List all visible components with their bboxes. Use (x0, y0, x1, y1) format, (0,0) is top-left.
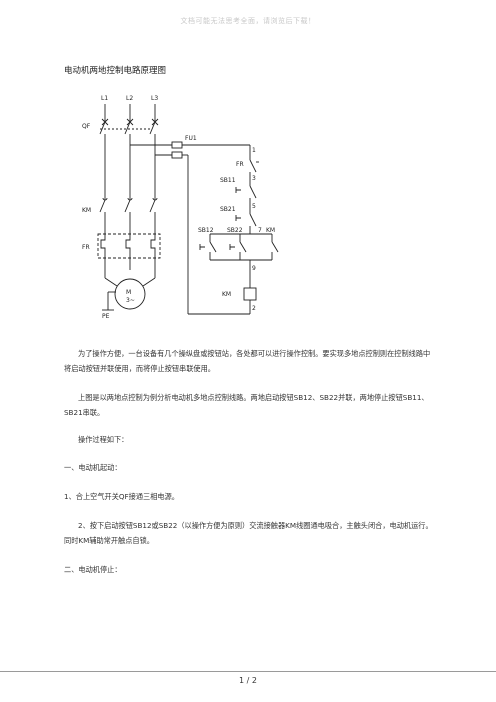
document-title: 电动机两地控制电路原理图 (64, 66, 167, 76)
header-watermark: 文档可能无法思考全面，请浏览后下载！ (180, 17, 316, 25)
paragraph: 2、按下启动按钮SB12或SB22（以操作方便为原则）交流接触器KM线圈通电吸合… (64, 521, 433, 545)
label-fr-main: FR (82, 244, 90, 251)
paragraph: 上图是以两地点控制为例分析电动机多地点控制线路。两地启动按钮SB12、SB22并… (64, 393, 429, 417)
label-pe: PE (102, 313, 110, 320)
paragraph: 为了操作方便，一台设备有几个操纵盘或按钮站，各处都可以进行操作控制。要实现多地点… (64, 349, 431, 373)
label-qf: QF (82, 123, 91, 130)
label-sb21: SB21 (220, 206, 236, 213)
label-l3: L3 (151, 95, 158, 102)
label-km-main: KM (82, 207, 91, 214)
label-node-2: 2 (252, 305, 256, 312)
label-fr-ctrl: FR (236, 161, 244, 168)
label-fu1: FU1 (185, 135, 197, 142)
paragraph: 1、合上空气开关QF接通三相电源。 (64, 492, 179, 501)
label-l2: L2 (126, 95, 133, 102)
footer-divider (0, 671, 496, 672)
label-node-5: 5 (252, 203, 256, 210)
label-km-coil: KM (222, 291, 231, 298)
page-number: 1 / 2 (239, 676, 257, 685)
label-sb11: SB11 (220, 177, 236, 184)
label-km-aux: KM (266, 227, 275, 234)
paragraph: 操作过程如下： (78, 435, 129, 444)
circuit-diagram: L1 L2 L3 QF FU1 KM FR M 3~ PE 1 FR 3 SB1… (60, 82, 290, 332)
circuit-svg: L1 L2 L3 QF FU1 KM FR M 3~ PE 1 FR 3 SB1… (82, 95, 279, 320)
label-motor-3phase: 3~ (126, 297, 135, 304)
paragraph: 二、电动机停止： (64, 565, 122, 574)
label-sb12: SB12 (198, 227, 214, 234)
paragraph: 一、电动机起动： (64, 463, 122, 472)
label-node-3: 3 (252, 175, 256, 182)
label-l1: L1 (101, 95, 108, 102)
label-node-9: 9 (252, 265, 256, 272)
label-node-7: 7 (258, 227, 262, 234)
label-node-1: 1 (252, 147, 256, 154)
label-sb22: SB22 (227, 227, 243, 234)
label-motor-m: M (126, 289, 131, 296)
